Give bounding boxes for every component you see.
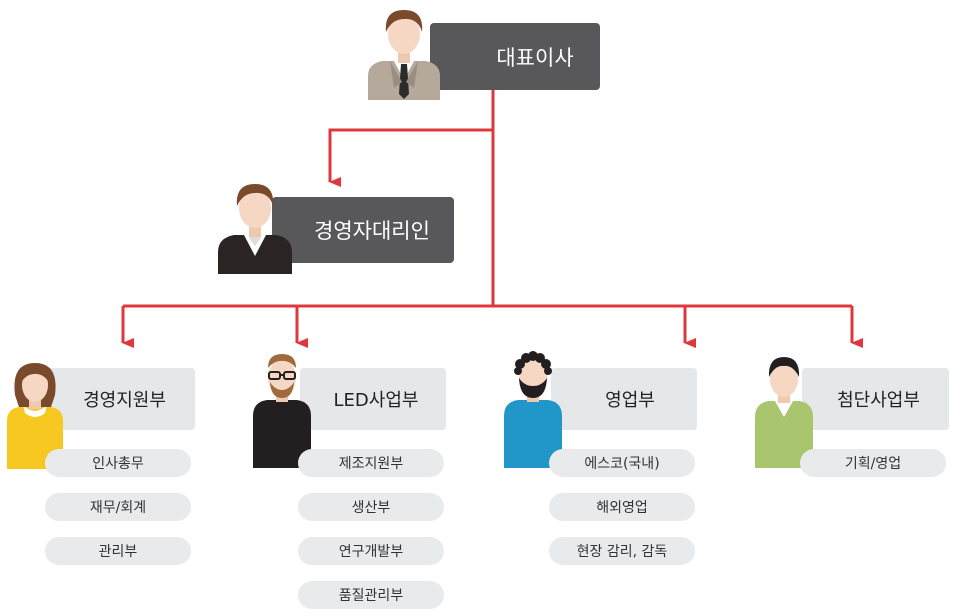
team-pill: 인사총무 xyxy=(45,449,191,477)
man-green-person-icon xyxy=(755,357,813,468)
team-pill: 현장 감리, 감독 xyxy=(549,537,695,565)
team-pill: 에스코(국내) xyxy=(549,449,695,477)
team-pill: 기획/영업 xyxy=(800,449,946,477)
dept-box-management-support: 경영지원부 xyxy=(48,368,195,430)
manager-person-icon xyxy=(218,184,292,274)
team-pill: 생산부 xyxy=(298,493,444,521)
team-pill: 관리부 xyxy=(45,537,191,565)
dept-label: 첨단사업부 xyxy=(837,390,920,411)
dept-box-led-business: LED사업부 xyxy=(300,368,446,430)
team-pill: 재무/회계 xyxy=(45,493,191,521)
dept-box-sales: 영업부 xyxy=(551,368,697,430)
team-pill: 제조지원부 xyxy=(298,449,444,477)
dept-label: LED사업부 xyxy=(333,390,419,411)
woman-yellow-person-icon xyxy=(7,363,63,469)
man-beard-person-icon xyxy=(504,351,562,468)
ceo-person-icon xyxy=(368,10,440,100)
team-pill: 해외영업 xyxy=(549,493,695,521)
vice-label: 경영자대리인 xyxy=(314,219,430,243)
connector-vice xyxy=(328,128,493,187)
ceo-box: 대표이사 xyxy=(430,23,600,90)
man-glasses-person-icon xyxy=(253,354,311,468)
vice-box: 경영자대리인 xyxy=(272,197,454,263)
ceo-label: 대표이사 xyxy=(496,45,574,70)
team-pill: 품질관리부 xyxy=(298,581,444,609)
dept-label: 경영지원부 xyxy=(83,390,166,411)
dept-box-advanced-business: 첨단사업부 xyxy=(802,368,949,430)
dept-label: 영업부 xyxy=(605,390,655,411)
team-pill: 연구개발부 xyxy=(298,537,444,565)
